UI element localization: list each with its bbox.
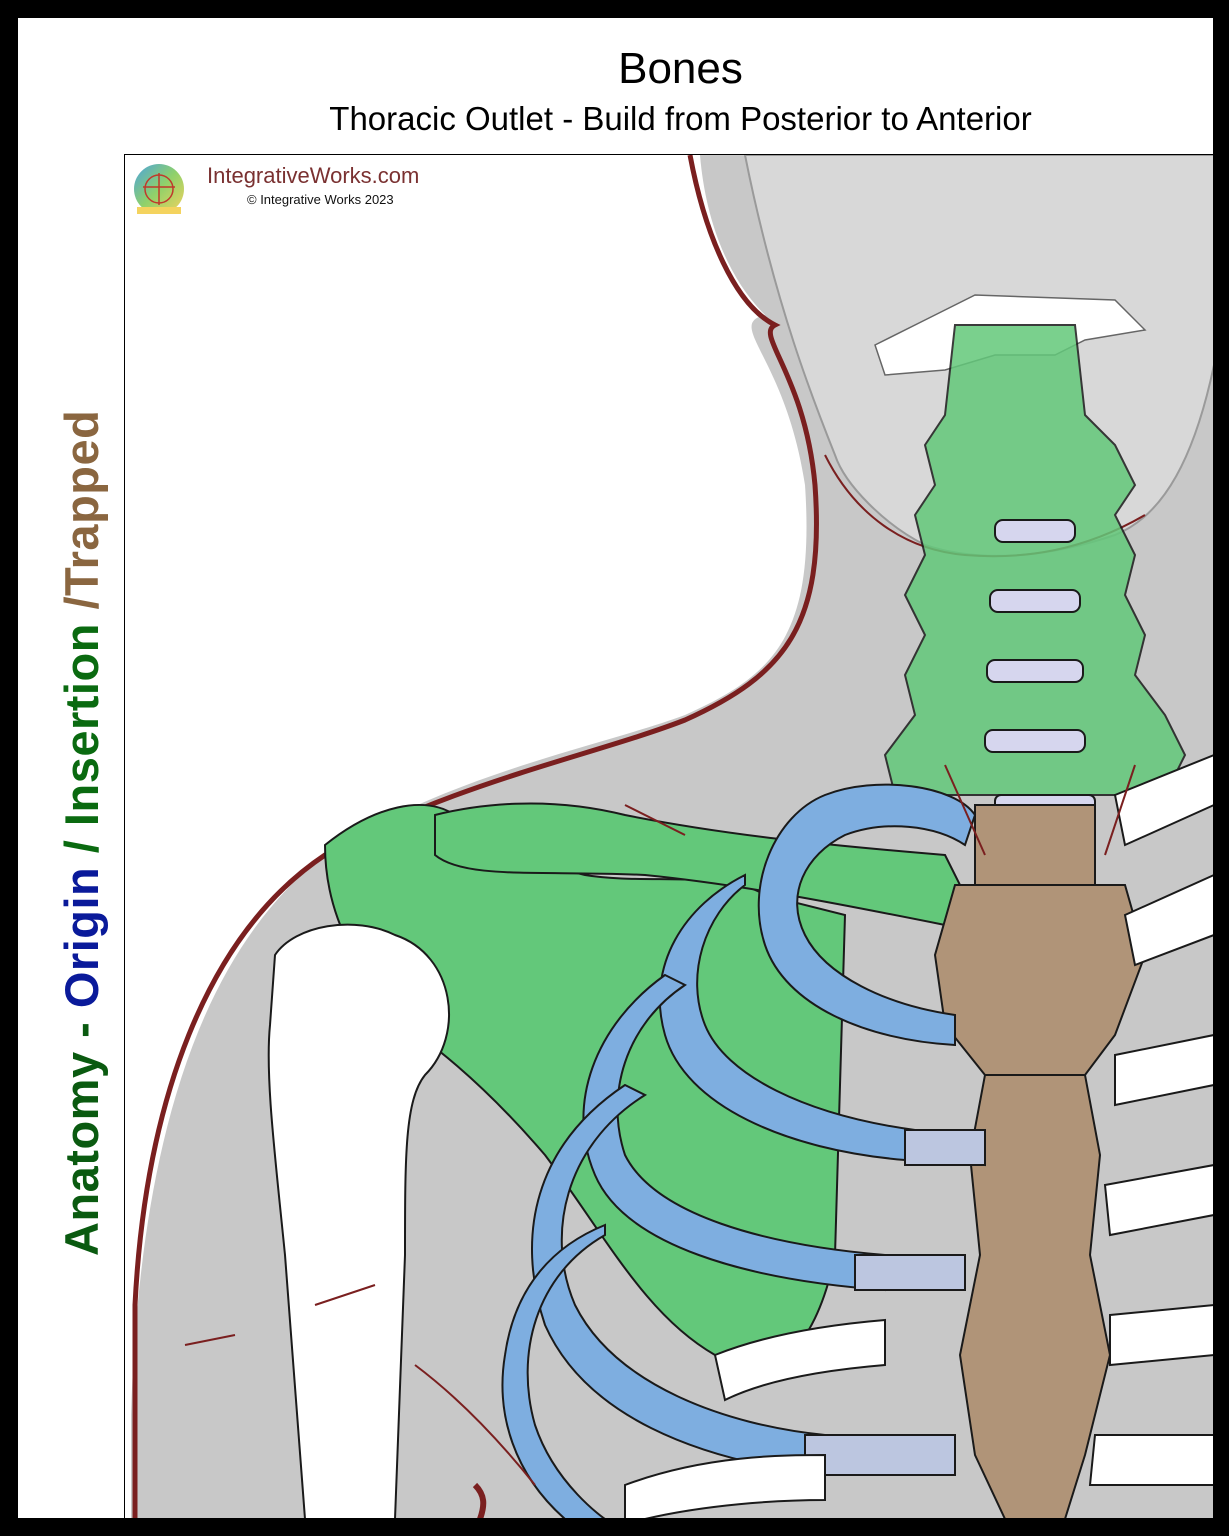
right-rib-2 bbox=[1123, 874, 1213, 967]
fifth-rib bbox=[501, 1223, 606, 1518]
legend-origin: Origin bbox=[55, 866, 108, 1009]
right-rib-4 bbox=[1103, 1164, 1213, 1237]
right-rib-5 bbox=[1109, 1304, 1213, 1367]
left-rib-lower-2 bbox=[624, 1453, 826, 1518]
legend-separator: / bbox=[55, 826, 108, 867]
page-title: Bones bbox=[618, 44, 743, 93]
cartilage-3 bbox=[854, 1254, 966, 1291]
detail-line-2 bbox=[314, 1284, 376, 1306]
brand-name: IntegrativeWorks.com bbox=[207, 163, 420, 188]
copyright-text: © Integrative Works 2023 bbox=[247, 192, 394, 207]
disc-2 bbox=[989, 589, 1081, 613]
disc-3 bbox=[986, 659, 1084, 683]
right-rib-6 bbox=[1088, 1434, 1213, 1486]
disc-1 bbox=[994, 519, 1076, 543]
legend-insertion: Insertion bbox=[55, 623, 108, 827]
detail-line-6 bbox=[1104, 764, 1136, 856]
integrative-works-logo bbox=[133, 163, 185, 215]
anatomy-illustration: IntegrativeWorks.com © Integrative Works… bbox=[124, 154, 1213, 1518]
detail-line-5 bbox=[944, 764, 986, 856]
first-rib bbox=[757, 783, 977, 1047]
humerus bbox=[267, 923, 450, 1518]
left-rib-lower-1 bbox=[713, 1318, 886, 1402]
right-rib-3 bbox=[1114, 1034, 1213, 1107]
detail-line-1 bbox=[414, 1364, 536, 1486]
detail-line-4 bbox=[624, 804, 686, 836]
cartilage-2 bbox=[904, 1129, 986, 1166]
legend-trapped: /Trapped bbox=[55, 409, 108, 624]
disc-4 bbox=[984, 729, 1086, 753]
anatomy-drawing bbox=[131, 155, 1213, 1518]
cartilage-4 bbox=[804, 1434, 956, 1476]
right-rib-1 bbox=[1113, 754, 1213, 847]
detail-line-3 bbox=[184, 1334, 236, 1346]
t1-vertebra bbox=[974, 804, 1096, 886]
side-legend-title: Anatomy - Origin / Insertion /Trapped bbox=[54, 296, 114, 1256]
page-subtitle: Thoracic Outlet - Build from Posterior t… bbox=[329, 100, 1032, 137]
detail-line-7 bbox=[472, 1482, 487, 1518]
legend-anatomy: Anatomy - bbox=[55, 1008, 108, 1256]
skin-outline bbox=[132, 155, 819, 1518]
page-frame: Bones Thoracic Outlet - Build from Poste… bbox=[18, 18, 1213, 1518]
sternum-body bbox=[958, 1074, 1112, 1518]
